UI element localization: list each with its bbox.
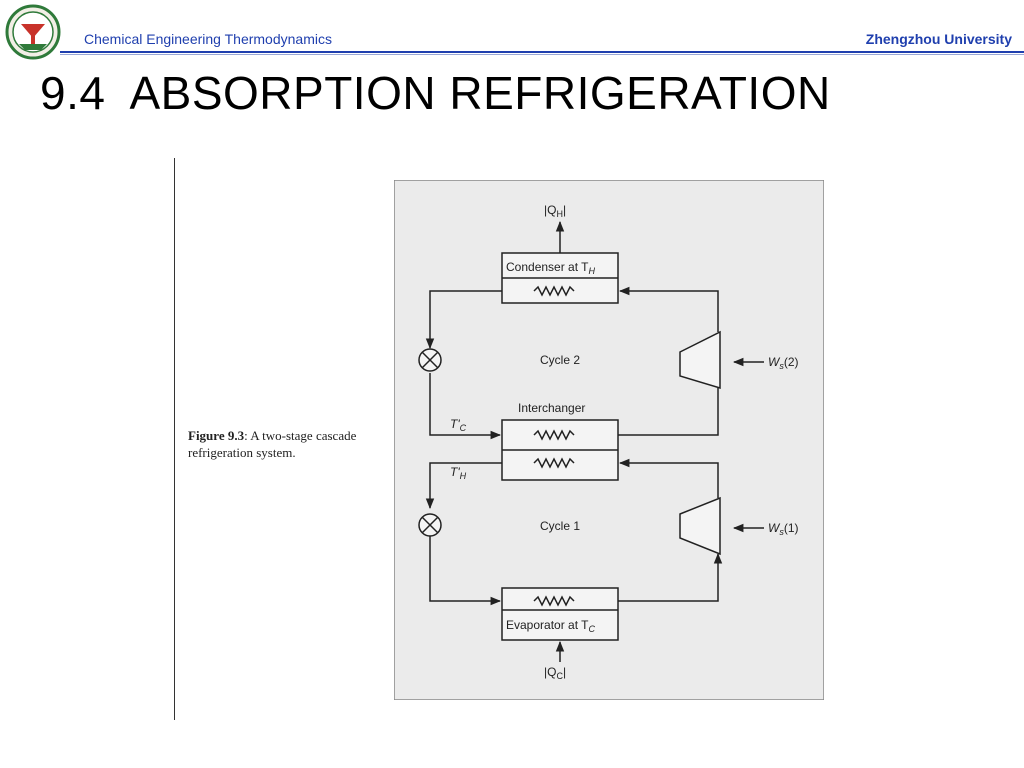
condenser-coil — [533, 285, 575, 297]
ws1-label: Ws(1) — [768, 521, 799, 537]
cascade-refrigeration-diagram: |QH| Condenser at TH Cycle 2 Interchange… — [394, 180, 824, 700]
cycle2-label: Cycle 2 — [540, 353, 580, 367]
cycle2-compressor — [679, 330, 721, 390]
cycle2-valve-outlet — [429, 373, 502, 440]
cycle1-compressor-outlet — [618, 458, 719, 498]
cycle2-condenser-outlet — [425, 290, 502, 350]
cycle2-to-compressor — [618, 388, 719, 436]
figure-margin-line — [174, 158, 175, 720]
evaporator-label: Evaporator at TC — [506, 618, 596, 634]
slide-title: 9.4 ABSORPTION REFRIGERATION — [40, 66, 831, 120]
header-divider — [60, 51, 1024, 53]
figure-caption-label: Figure 9.3 — [188, 428, 245, 443]
interchanger-lower-coil — [533, 457, 575, 469]
cycle2-throttle-valve — [418, 348, 442, 372]
evaporator-box — [501, 587, 619, 641]
ws2-label: Ws(2) — [768, 355, 799, 371]
interchanger-upper-coil — [533, 429, 575, 441]
cycle1-compressor — [679, 496, 721, 556]
cycle1-throttle-valve — [418, 513, 442, 537]
cycle1-evaporator-outlet — [618, 552, 723, 602]
th-prime-label: T'H — [450, 465, 467, 481]
evaporator-coil — [533, 595, 575, 607]
qc-label: |QC| — [544, 665, 566, 681]
university-name: Zhengzhou University — [865, 31, 1012, 47]
slide-title-number: 9.4 — [40, 67, 106, 119]
cycle2-compressor-outlet — [618, 286, 719, 332]
slide-title-text: ABSORPTION REFRIGERATION — [129, 67, 831, 119]
university-seal-icon — [5, 4, 61, 60]
figure-caption-text: : A two-stage cascade refrigeration syst… — [188, 428, 357, 460]
interchanger-label: Interchanger — [518, 401, 585, 415]
figure-caption: Figure 9.3: A two-stage cascade refriger… — [188, 427, 368, 461]
tc-prime-label: T'C — [450, 417, 467, 433]
cycle1-label: Cycle 1 — [540, 519, 580, 533]
cycle1-interchanger-outlet — [425, 462, 502, 510]
cycle1-valve-outlet — [429, 536, 502, 606]
qh-label: |QH| — [544, 203, 566, 219]
header-divider-thin — [60, 54, 1024, 55]
course-title: Chemical Engineering Thermodynamics — [84, 31, 332, 47]
condenser-label: Condenser at TH — [506, 260, 596, 276]
